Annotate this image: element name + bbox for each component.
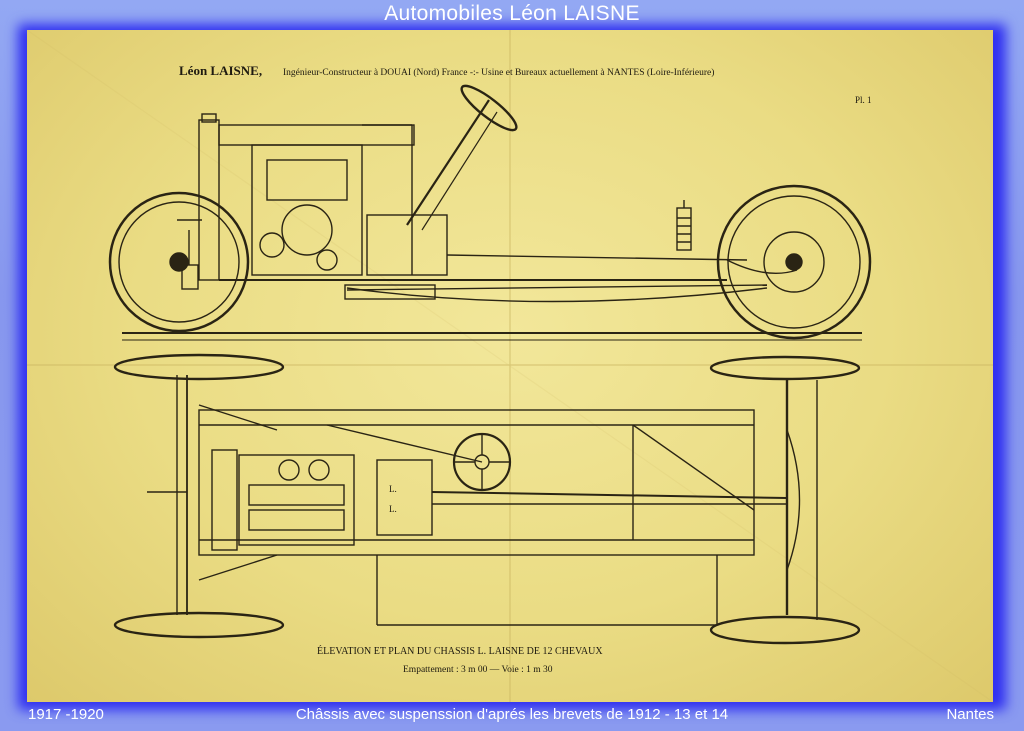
chassis-drawing: Léon LAISNE, Ingénieur-Constructeur à DO…	[27, 30, 993, 702]
front-left-wheel-plan	[113, 353, 285, 381]
steering-side	[406, 84, 518, 231]
frame-side	[219, 254, 768, 303]
maker-name: Léon LAISNE,	[179, 63, 262, 78]
engine-side	[218, 124, 415, 276]
front-right-wheel-plan	[113, 611, 285, 639]
gearbox-stamp-top: L.	[389, 484, 397, 494]
gearbox-side	[366, 214, 448, 276]
elevation-view	[108, 84, 872, 341]
gearbox-plan	[376, 459, 433, 536]
plate-number: Pl. 1	[855, 95, 872, 105]
driveshaft	[431, 491, 788, 499]
paper-folds	[27, 30, 993, 702]
rear-right-wheel-plan	[709, 615, 861, 645]
steering-wheel-plan	[326, 424, 512, 492]
front-wheel-side	[108, 191, 250, 333]
gearbox-stamp-bottom: L.	[389, 504, 397, 514]
engine-plan	[211, 449, 355, 551]
rear-suspension-side	[676, 200, 798, 275]
footer-date: 1917 -1920	[28, 706, 104, 723]
footer-place: Nantes	[946, 706, 994, 723]
radiator	[198, 119, 220, 281]
frame-plan	[198, 409, 755, 626]
rear-wheel-side	[716, 184, 872, 340]
front-suspension-side	[177, 219, 202, 290]
caption-title: ÉLEVATION ET PLAN DU CHASSIS L. LAISNE D…	[317, 645, 603, 657]
plan-view	[113, 353, 861, 645]
rear-left-wheel-plan	[709, 355, 861, 381]
footer-caption: Châssis avec suspenssion d'aprés les bre…	[295, 706, 729, 723]
caption-sub: Empattement : 3 m 00 — Voie : 1 m 30	[403, 665, 553, 675]
page-title: Automobiles Léon LAISNE	[384, 2, 640, 25]
maker-line: Ingénieur-Constructeur à DOUAI (Nord) Fr…	[283, 67, 714, 78]
blueprint-sheet: Léon LAISNE, Ingénieur-Constructeur à DO…	[27, 30, 993, 702]
